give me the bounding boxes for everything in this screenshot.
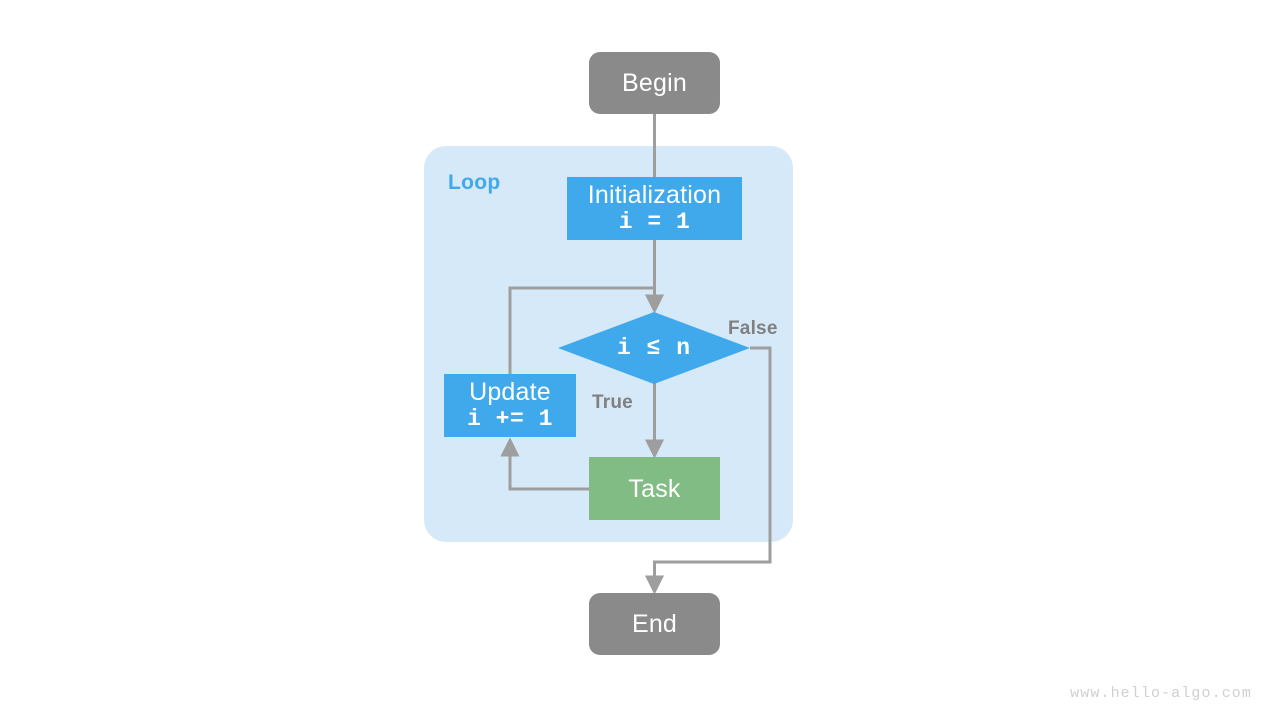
edge-label-true: True: [592, 392, 633, 413]
node-initialization[interactable]: Initialization i = 1: [567, 177, 742, 240]
node-condition[interactable]: i ≤ n: [558, 312, 750, 384]
diamond-shape: [558, 312, 750, 384]
node-update-code: i += 1: [467, 406, 553, 433]
node-condition-label: i ≤ n: [616, 335, 691, 361]
node-begin-label: Begin: [622, 69, 687, 97]
node-update-label: Update: [469, 378, 551, 407]
edge-label-false: False: [728, 318, 778, 339]
loop-group-label: Loop: [448, 171, 501, 194]
node-initialization-code: i = 1: [618, 209, 691, 236]
node-begin[interactable]: Begin: [589, 52, 720, 114]
node-initialization-label: Initialization: [587, 181, 722, 210]
node-update[interactable]: Update i += 1: [444, 374, 576, 437]
edge-update-to-condition: [508, 286, 655, 374]
edge-condition-to-end: [644, 346, 772, 595]
edge-task-to-update: [500, 437, 589, 491]
node-end-label: End: [631, 610, 678, 638]
watermark: www.hello-algo.com: [1070, 685, 1252, 702]
node-end[interactable]: End: [589, 593, 720, 655]
node-task-label: Task: [628, 474, 681, 503]
node-task[interactable]: Task: [589, 457, 720, 520]
